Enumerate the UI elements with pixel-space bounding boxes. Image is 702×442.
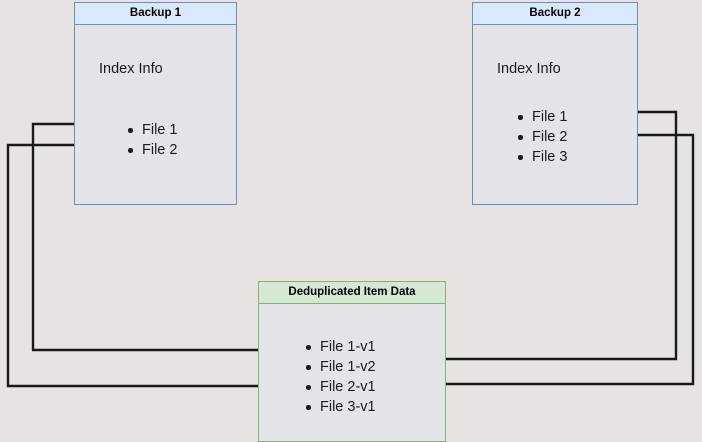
list-item: File 1 — [517, 107, 567, 127]
node-backup2-caption: Index Info — [497, 61, 561, 77]
list-item: File 2-v1 — [305, 377, 376, 397]
node-deduplicated-item-data-body: File 1-v1 File 1-v2 File 2-v1 File 3-v1 — [259, 304, 445, 441]
node-backup1-title: Backup 1 — [75, 3, 236, 25]
node-backup2-title: Backup 2 — [473, 3, 637, 25]
node-backup2-file-list: File 1 File 2 File 3 — [517, 107, 567, 167]
list-item: File 1-v2 — [305, 357, 376, 377]
list-item: File 3 — [517, 147, 567, 167]
node-backup1-file-list: File 1 File 2 — [127, 120, 177, 160]
node-backup1[interactable]: Backup 1 Index Info File 1 File 2 — [74, 2, 237, 205]
list-item: File 3-v1 — [305, 397, 376, 417]
node-backup1-caption: Index Info — [99, 61, 163, 77]
node-backup2[interactable]: Backup 2 Index Info File 1 File 2 File 3 — [472, 2, 638, 205]
node-backup2-body: Index Info File 1 File 2 File 3 — [473, 25, 637, 204]
node-deduplicated-item-data-file-list: File 1-v1 File 1-v2 File 2-v1 File 3-v1 — [305, 337, 376, 417]
node-deduplicated-item-data[interactable]: Deduplicated Item Data File 1-v1 File 1-… — [258, 281, 446, 442]
list-item: File 2 — [517, 127, 567, 147]
list-item: File 1-v1 — [305, 337, 376, 357]
node-deduplicated-item-data-title: Deduplicated Item Data — [259, 282, 445, 304]
list-item: File 1 — [127, 120, 177, 140]
node-backup1-body: Index Info File 1 File 2 — [75, 25, 236, 204]
list-item: File 2 — [127, 140, 177, 160]
